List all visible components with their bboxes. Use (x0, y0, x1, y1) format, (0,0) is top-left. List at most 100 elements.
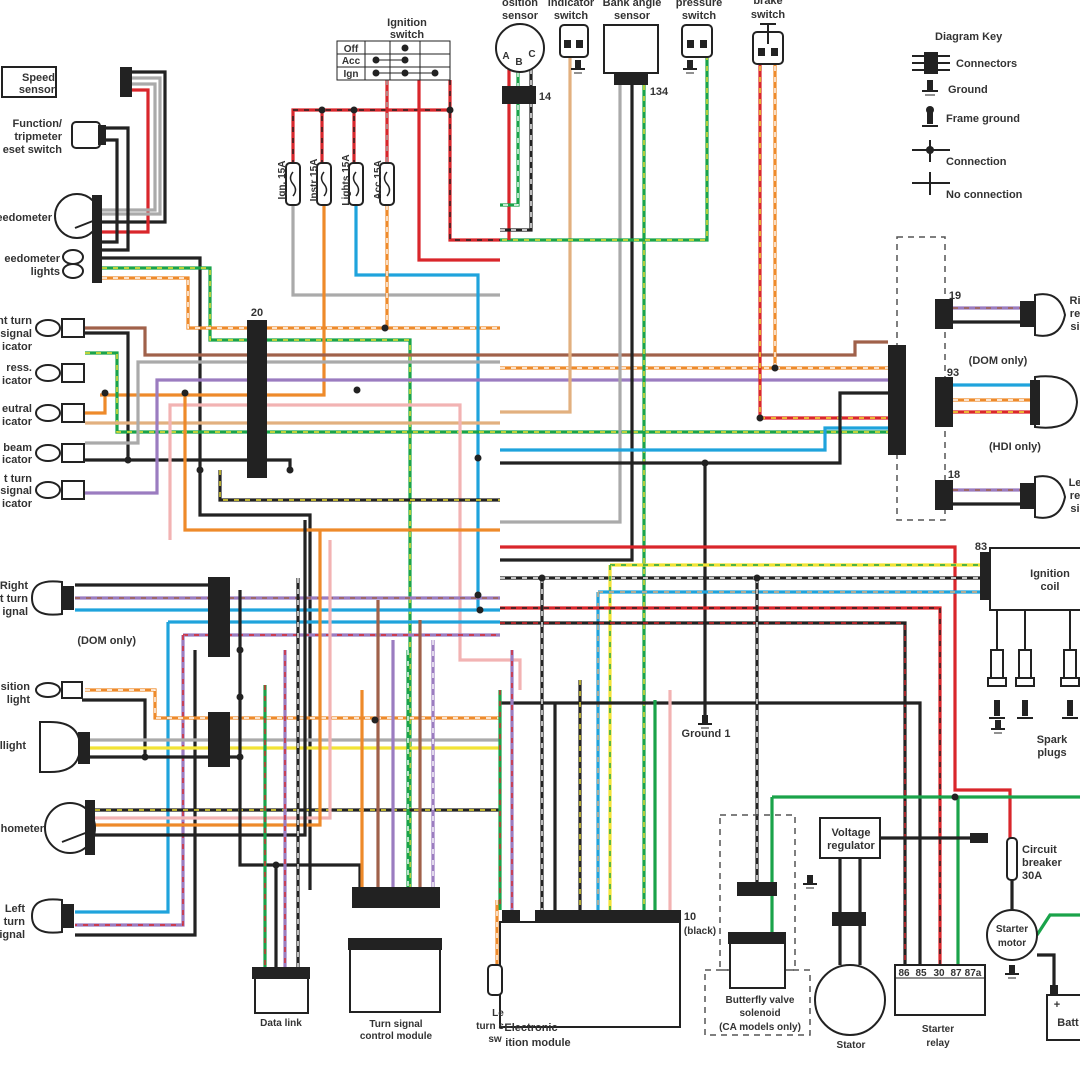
wire-red-black (500, 606, 942, 965)
pin-a: A (502, 51, 509, 62)
oil-press-indicator-label: ress.icator (2, 362, 33, 387)
wire-orange-white (85, 688, 500, 720)
stator-label: Stator (837, 1040, 866, 1051)
wire-green-yellow (102, 266, 412, 890)
wire-brown (85, 326, 888, 357)
data-link-label: Data link (260, 1018, 302, 1029)
bulb-icon (35, 403, 85, 423)
fuse-icon (348, 162, 364, 206)
wire-black (500, 85, 634, 562)
wire-black (82, 698, 147, 757)
fuse-icon (316, 162, 332, 206)
wire-black (102, 70, 167, 224)
junction-dot (286, 466, 294, 474)
butterfly-valve-group (704, 969, 811, 1036)
junction-dot (236, 693, 244, 701)
spark-plug-icon (1060, 610, 1080, 719)
junction-dot (350, 106, 358, 114)
junction-dot (771, 364, 779, 372)
wire-black-red (500, 621, 907, 965)
junction-dot (181, 389, 189, 397)
connector-key-icon (912, 52, 950, 74)
junction-dot (381, 324, 389, 332)
position-sensor (495, 23, 545, 73)
speed-sensor (1, 66, 57, 98)
key-connectors: Connectors (956, 58, 1017, 70)
connector (208, 712, 230, 767)
indicator-bulbs (35, 318, 85, 500)
wire-black (102, 126, 130, 252)
bulb-icon (62, 249, 84, 279)
speedometer-connector (92, 195, 102, 283)
headlight (39, 721, 82, 773)
bank-angle-sensor (603, 24, 659, 74)
battery (1046, 994, 1080, 1041)
bulb-icon (35, 318, 85, 338)
ground-icon (698, 715, 712, 729)
ground-icon (991, 720, 1005, 734)
key-connection: Connection (946, 156, 1007, 168)
ground-icon (1005, 965, 1019, 979)
function-switch (71, 121, 101, 149)
relay-pin: 30 (933, 968, 945, 979)
wire-black-white (500, 58, 533, 232)
frame-ground-key-icon (922, 106, 938, 127)
junction-dot (538, 574, 546, 582)
connector-134-label: 134 (650, 86, 669, 98)
junction-dots (101, 60, 1019, 979)
wire-red (500, 545, 1012, 838)
hdi-only-label: (HDI only) (989, 441, 1041, 453)
wire-orange (95, 530, 322, 827)
fuse-label: Acc 15A (373, 160, 384, 199)
pin-b: B (515, 57, 522, 68)
connector-20 (247, 320, 267, 478)
wire-black (75, 650, 197, 937)
junction-dot (236, 646, 244, 654)
no-connection-key-icon (912, 172, 950, 195)
junction-dot (476, 606, 484, 614)
junction-dot (446, 106, 454, 114)
ground-key-icon (922, 80, 938, 96)
dom-only-front-label: (DOM only) (77, 635, 136, 647)
wire-blue (500, 426, 888, 452)
wires (75, 55, 1080, 985)
junction-dot (196, 466, 204, 474)
bulb-icon (30, 580, 83, 934)
ignition-switch (336, 40, 451, 81)
wire-red-black (448, 80, 500, 242)
ground-icon (803, 875, 817, 889)
bulb-icon (35, 363, 85, 383)
connector-20-label: 20 (251, 307, 263, 319)
turn-signal-control-module (349, 947, 441, 1013)
wire-violet (85, 378, 888, 495)
ign-row-off: Off (344, 44, 359, 55)
key-no-connection: No connection (946, 189, 1023, 201)
connector (120, 67, 132, 97)
ign-row-ign: Ign (344, 69, 359, 80)
wire-pink (168, 403, 522, 690)
wire-black (85, 331, 130, 462)
stator (814, 964, 886, 1036)
electronic-ignition-module (499, 921, 681, 1028)
wire-orange-white (102, 276, 500, 330)
wire-red (102, 88, 150, 234)
junction-dot (371, 716, 379, 724)
diagram-key: Diagram Key Connectors Ground Frame grou… (912, 31, 1023, 201)
